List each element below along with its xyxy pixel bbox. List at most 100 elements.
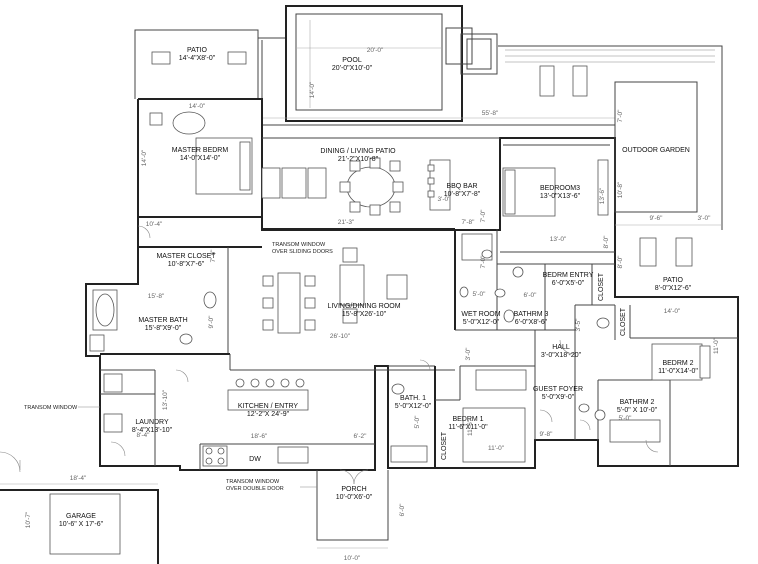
svg-text:10'-6" X 17'-6": 10'-6" X 17'-6"	[59, 521, 104, 528]
svg-text:20'-0": 20'-0"	[367, 47, 384, 54]
svg-text:5'-0": 5'-0"	[619, 415, 633, 422]
svg-text:3'-0": 3'-0"	[465, 347, 472, 361]
svg-text:18'-6": 18'-6"	[251, 433, 268, 440]
label-bathrm3: BATHRM 3	[514, 311, 549, 318]
svg-text:7'-8": 7'-8"	[462, 219, 476, 226]
svg-text:21'-3": 21'-3"	[338, 219, 355, 226]
svg-text:13'-10": 13'-10"	[162, 389, 169, 410]
svg-text:15'-8"X26'-10": 15'-8"X26'-10"	[342, 311, 387, 318]
label-kitchen: KITCHEN / ENTRY	[238, 403, 298, 410]
svg-text:5'-0": 5'-0"	[473, 291, 487, 298]
label-bathrm2: BATHRM 2	[620, 399, 655, 406]
label-bedrm-entry: BEDRM ENTRY	[543, 272, 594, 279]
svg-text:10'-0": 10'-0"	[344, 555, 361, 562]
svg-text:10'-0"X6'-0": 10'-0"X6'-0"	[336, 494, 373, 501]
svg-text:5'-0"X12'-0": 5'-0"X12'-0"	[395, 403, 432, 410]
door-swings	[110, 225, 659, 457]
closet-label-b: CLOSET	[620, 307, 627, 336]
svg-text:11'-6"X11'-0": 11'-6"X11'-0"	[448, 424, 488, 431]
svg-text:14'-0"X14'-0": 14'-0"X14'-0"	[180, 155, 221, 162]
svg-text:3'-5": 3'-5"	[575, 318, 582, 332]
label-guest-foyer: GUEST FOYER	[533, 386, 583, 393]
transom-laundry: TRANSOM WINDOW	[24, 405, 78, 411]
master-bath-fixtures	[89, 289, 217, 352]
svg-text:13'-6": 13'-6"	[599, 187, 606, 204]
svg-text:14'-0": 14'-0"	[664, 308, 681, 315]
deck	[258, 37, 723, 230]
living-furniture	[262, 247, 408, 334]
label-patio-top: PATIO	[187, 47, 208, 54]
label-laundry: LAUNDRY	[135, 419, 169, 426]
label-living-dining: LIVING/DINING ROOM	[327, 303, 400, 310]
label-hall: HALL	[552, 344, 570, 351]
svg-text:20'-0"X10'-0": 20'-0"X10'-0"	[332, 65, 373, 72]
label-bedroom3: BEDROOM3	[540, 185, 580, 192]
svg-text:15'-8"X9'-0": 15'-8"X9'-0"	[145, 325, 182, 332]
svg-text:6'-0"X8'-6": 6'-0"X8'-6"	[515, 319, 548, 326]
transom-sliding-1: TRANSOM WINDOW	[272, 242, 326, 248]
master-bed	[149, 111, 253, 195]
svg-text:9'-8": 9'-8"	[540, 431, 554, 438]
label-outdoor-garden: OUTDOOR GARDEN	[622, 147, 690, 154]
label-pool: POOL	[342, 57, 362, 64]
patio-top	[134, 29, 259, 99]
kitchen-fixtures	[202, 378, 309, 467]
svg-text:9'-6": 9'-6"	[650, 215, 664, 222]
patio-furniture	[261, 157, 451, 216]
misc-labels: CLOSET CLOSET CLOSET DW TRANSOM WINDOW O…	[24, 242, 627, 492]
wet-room-fixtures	[459, 233, 610, 329]
svg-text:5'-0" X 10'-0": 5'-0" X 10'-0"	[617, 407, 658, 414]
outdoor-garden	[614, 81, 722, 267]
svg-text:6'-0"X5'-0": 6'-0"X5'-0"	[552, 280, 585, 287]
transom-sliding-2: OVER SLIDING DOORS	[272, 249, 333, 255]
bedrm1-furniture	[390, 369, 527, 463]
svg-text:5'-0"X12'-0": 5'-0"X12'-0"	[463, 319, 500, 326]
svg-text:6'-2": 6'-2"	[354, 433, 368, 440]
dimension-labels: 20'-0" 14'-0" 14'-0" 14'-0" 55'-8" 21'-3…	[25, 47, 720, 562]
room-labels: PATIO 14'-4"X8'-0" POOL 20'-0"X10'-0" MA…	[59, 47, 699, 528]
svg-text:21'-2"X10'-8": 21'-2"X10'-8"	[338, 156, 379, 163]
label-bath1: BATH. 1	[400, 395, 426, 402]
label-master-bath: MASTER BATH	[138, 317, 187, 324]
label-bedrm1: BEDRM 1	[452, 416, 483, 423]
svg-text:7'-0": 7'-0"	[617, 109, 624, 123]
svg-text:10'-7": 10'-7"	[25, 511, 32, 528]
svg-text:12'-2"X 24'-9": 12'-2"X 24'-9"	[247, 411, 290, 418]
svg-text:10'-8"X7'-6": 10'-8"X7'-6"	[168, 261, 205, 268]
svg-text:8'-4": 8'-4"	[137, 432, 151, 439]
svg-text:14'-4"X8'-0": 14'-4"X8'-0"	[179, 55, 216, 62]
laundry-fixtures	[100, 373, 155, 433]
label-porch: PORCH	[341, 486, 366, 493]
svg-text:55'-8": 55'-8"	[482, 110, 499, 117]
svg-text:7'-6": 7'-6"	[210, 249, 217, 263]
svg-text:7'-0": 7'-0"	[480, 255, 487, 269]
svg-text:11'-0": 11'-0"	[713, 337, 720, 354]
svg-text:14'-0": 14'-0"	[141, 149, 148, 166]
svg-text:26'-10": 26'-10"	[330, 333, 351, 340]
closet-label-a: CLOSET	[598, 272, 605, 301]
svg-text:8'-0"X12'-6": 8'-0"X12'-6"	[655, 285, 692, 292]
label-bedrm2: BEDRM 2	[662, 360, 693, 367]
svg-text:11'-6": 11'-6"	[467, 419, 474, 436]
label-dining-patio: DINING / LIVING PATIO	[320, 148, 396, 155]
label-patio-right: PATIO	[663, 277, 684, 284]
label-bbq-bar: BBQ BAR	[446, 183, 477, 190]
label-master-bedrm: MASTER BEDRM	[172, 147, 229, 154]
svg-text:6'-0": 6'-0"	[524, 292, 538, 299]
label-garage: GARAGE	[66, 513, 96, 520]
transom-double-2: OVER DOUBLE DOOR	[226, 486, 284, 492]
svg-text:10'-8": 10'-8"	[617, 181, 624, 198]
exterior-walls	[85, 98, 739, 471]
svg-text:14'-0": 14'-0"	[309, 81, 316, 98]
dw-label: DW	[249, 456, 261, 463]
svg-text:8'-0": 8'-0"	[617, 255, 624, 269]
svg-text:6'-0": 6'-0"	[399, 503, 406, 517]
svg-text:11'-0": 11'-0"	[488, 445, 505, 452]
label-master-closet: MASTER CLOSET	[156, 253, 216, 260]
svg-text:11'-0"X14'-0": 11'-0"X14'-0"	[658, 368, 698, 375]
svg-text:15'-8": 15'-8"	[148, 293, 165, 300]
svg-text:3'-0": 3'-0"	[698, 215, 712, 222]
transom-double-1: TRANSOM WINDOW	[226, 479, 280, 485]
label-wet-room: WET ROOM	[461, 311, 500, 318]
